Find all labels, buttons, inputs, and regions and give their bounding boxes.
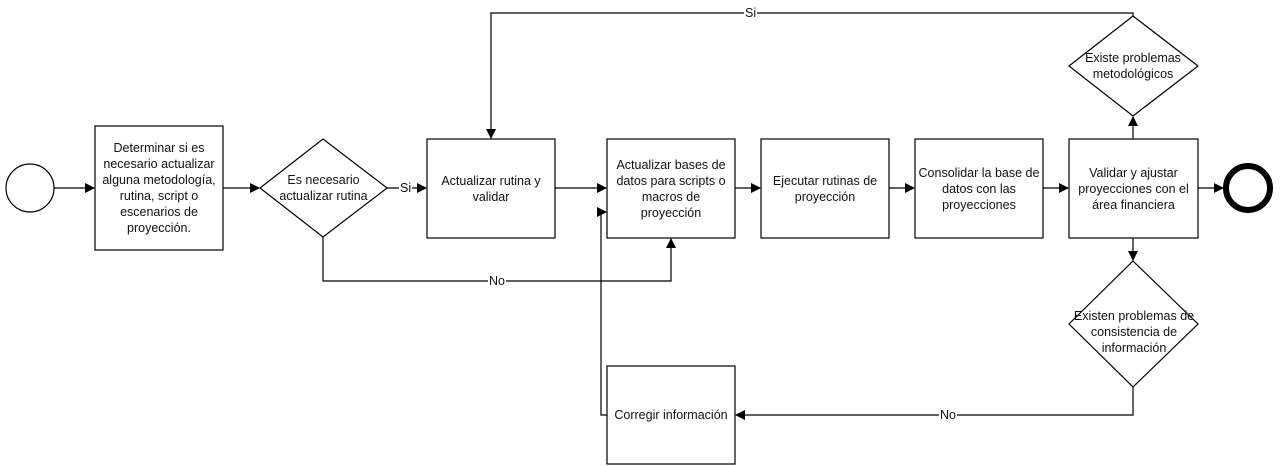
task-update-db-box <box>606 138 736 239</box>
start-event <box>5 163 55 213</box>
task-run-box <box>760 138 890 239</box>
task-update-routine-label: Actualizar rutina y validar <box>441 173 541 204</box>
task-determine-label: Determinar si es necesario actualizar al… <box>102 141 216 235</box>
decision-method-label: Existe problemas metodológicos <box>1085 51 1181 81</box>
task-correct-box <box>606 365 736 465</box>
task-update-db-label: Actualizar bases de datos para scripts o… <box>616 157 726 220</box>
edge-label-method-yes: Si <box>744 6 758 20</box>
end-event <box>1223 163 1273 213</box>
task-validate-label: Validar y ajustar proyecciones con el ár… <box>1078 165 1189 212</box>
flow-consistency-no <box>735 387 1134 420</box>
edge-label-update-no: No <box>488 274 506 288</box>
task-consolidate-box <box>914 138 1044 239</box>
task-update-routine-box <box>426 138 556 239</box>
task-correct-label: Corregir información <box>614 408 728 422</box>
edge-label-consistency-no: No <box>939 408 957 422</box>
decision-consistency-label: Existen problemas de consistencia de inf… <box>1073 309 1195 355</box>
task-run-label: Ejecutar rutinas de proyección <box>772 173 878 204</box>
task-consolidate-label: Consolidar la base de datos con las proy… <box>918 165 1040 212</box>
flow-method-yes <box>486 12 1134 139</box>
decision-update-label: Es necesario actualizar rutina <box>279 173 368 203</box>
flow-correct-to-db <box>597 207 607 416</box>
edge-label-update-yes: Si <box>399 181 413 195</box>
task-determine-box <box>94 125 224 251</box>
